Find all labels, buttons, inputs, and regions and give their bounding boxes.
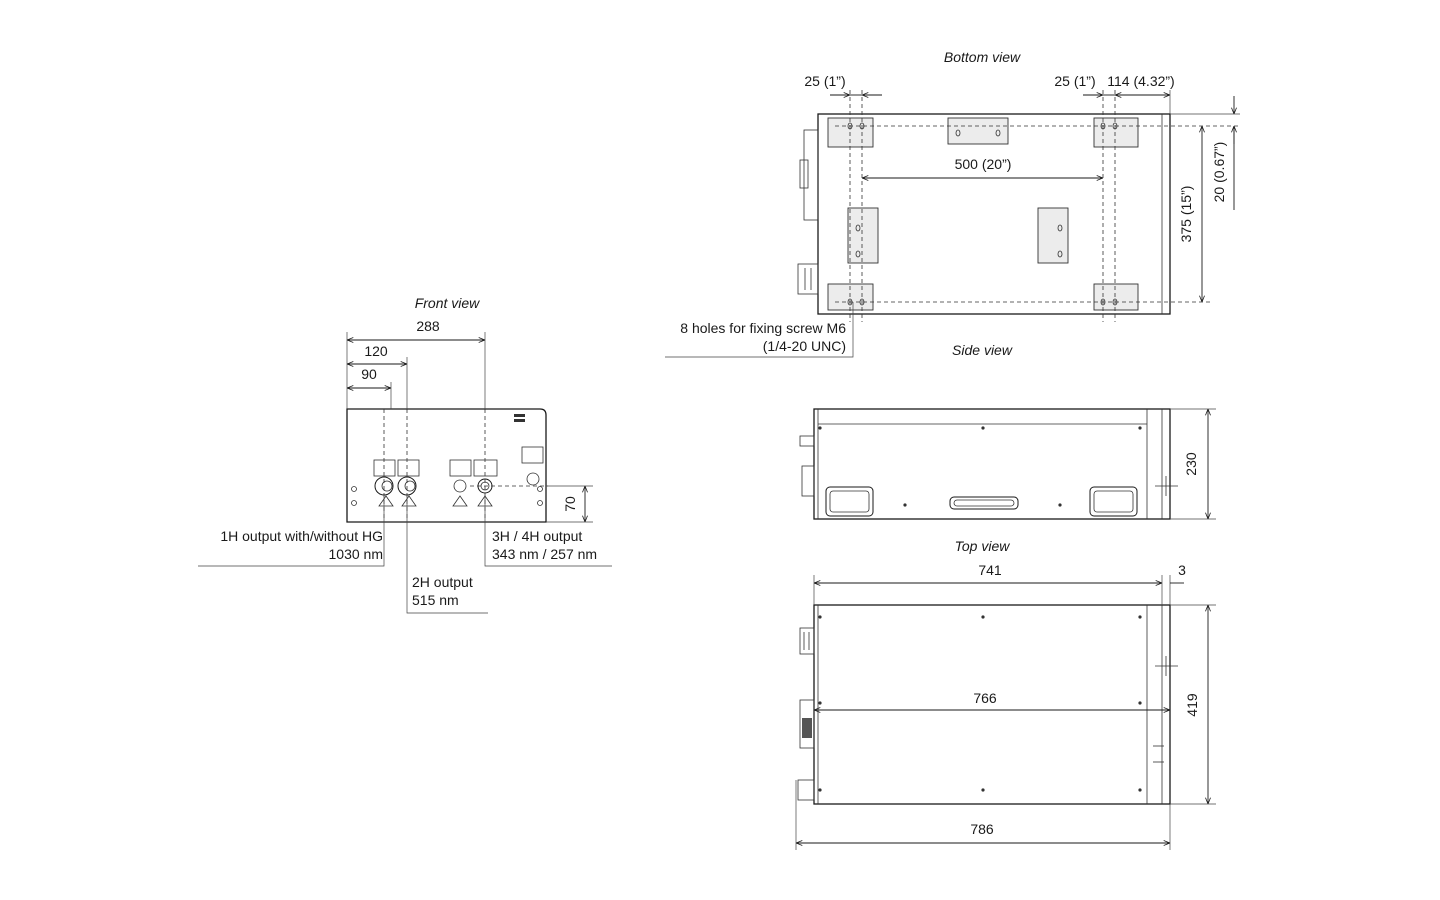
front-logo-mark (514, 414, 525, 417)
dim-20-label: 20 (0.67”) (1211, 142, 1227, 203)
dim-741-label: 741 (978, 562, 1002, 578)
callout-3h4h-line2: 343 nm / 257 nm (492, 546, 597, 562)
front-screw (351, 500, 357, 506)
aperture-blank (453, 479, 467, 493)
dim-230-label: 230 (1183, 452, 1199, 476)
bottom-view-title: Bottom view (944, 49, 1021, 65)
fixing-holes (847, 122, 1118, 306)
top-view: Top view 741 3 766 (795, 538, 1216, 850)
dim-500-label: 500 (20”) (955, 156, 1012, 172)
top-view-title: Top view (955, 538, 1011, 554)
leader-holes (665, 302, 854, 358)
holes-callout-line1: 8 holes for fixing screw M6 (680, 320, 846, 336)
front-display (521, 446, 544, 464)
side-view: Side view 230 (799, 342, 1216, 520)
side-handle (1089, 486, 1138, 517)
foot (827, 283, 874, 311)
dim-375-label: 375 (15”) (1178, 186, 1194, 243)
front-knob (526, 472, 540, 486)
side-vent (949, 496, 1019, 510)
front-window-3 (449, 459, 472, 477)
callout-2h-line2: 515 nm (412, 592, 459, 608)
bottom-connector (799, 159, 809, 189)
dim-70-label: 70 (562, 496, 578, 512)
side-view-title: Side view (952, 342, 1013, 358)
dim-3-label: 3 (1178, 562, 1186, 578)
bottom-view: Bottom view (665, 49, 1240, 358)
front-window-4 (473, 459, 498, 477)
dim-288-label: 288 (416, 318, 440, 334)
front-screw (351, 486, 357, 492)
front-screw (537, 500, 543, 506)
leader-2h (406, 495, 488, 614)
warning-triangle (378, 495, 394, 507)
bottom-connector-2 (797, 263, 819, 295)
callout-3h4h-line1: 3H / 4H output (492, 528, 582, 544)
leader-1h (198, 495, 385, 567)
holes-callout-line2: (1/4-20 UNC) (763, 338, 846, 354)
front-logo-mark-2 (514, 419, 525, 422)
front-view-title: Front view (415, 295, 480, 311)
foot (1093, 117, 1139, 148)
top-label-plate (802, 718, 812, 738)
front-panel (346, 408, 547, 523)
callout-1h-line1: 1H output with/without HG (220, 528, 383, 544)
dim-766-label: 766 (973, 690, 997, 706)
side-connector (799, 435, 815, 447)
aperture-1h-inner (381, 480, 393, 492)
dim-120-label: 120 (364, 343, 388, 359)
top-connector-2 (797, 779, 815, 801)
front-view: Front view (198, 295, 612, 614)
side-body (813, 408, 1171, 520)
callout-2h-line1: 2H output (412, 574, 473, 590)
foot (827, 117, 874, 148)
dim-bottom-left-25-label: 25 (1”) (804, 73, 845, 89)
leader-3h4h (484, 495, 612, 567)
aperture-2h-inner (404, 480, 416, 492)
dim-bottom-right-25-label: 25 (1”) (1054, 73, 1095, 89)
side-bracket (1037, 207, 1069, 264)
front-window-2 (397, 459, 420, 477)
warning-triangle (452, 495, 468, 507)
top-connector (799, 627, 815, 655)
side-bracket (847, 207, 879, 264)
side-handle (825, 486, 874, 517)
side-connector (801, 465, 815, 497)
foot (1093, 283, 1139, 311)
center-bracket (947, 117, 1009, 145)
front-screw (537, 486, 543, 492)
front-window-1 (373, 459, 396, 477)
dim-114-label: 114 (4.32”) (1107, 73, 1174, 89)
callout-1h-line2: 1030 nm (329, 546, 383, 562)
bottom-connector-panel (803, 129, 819, 221)
dim-419-label: 419 (1184, 693, 1200, 717)
top-connector-panel (799, 699, 815, 749)
dim-786-label: 786 (970, 821, 994, 837)
warning-triangle (401, 495, 417, 507)
dim-90-label: 90 (361, 366, 377, 382)
